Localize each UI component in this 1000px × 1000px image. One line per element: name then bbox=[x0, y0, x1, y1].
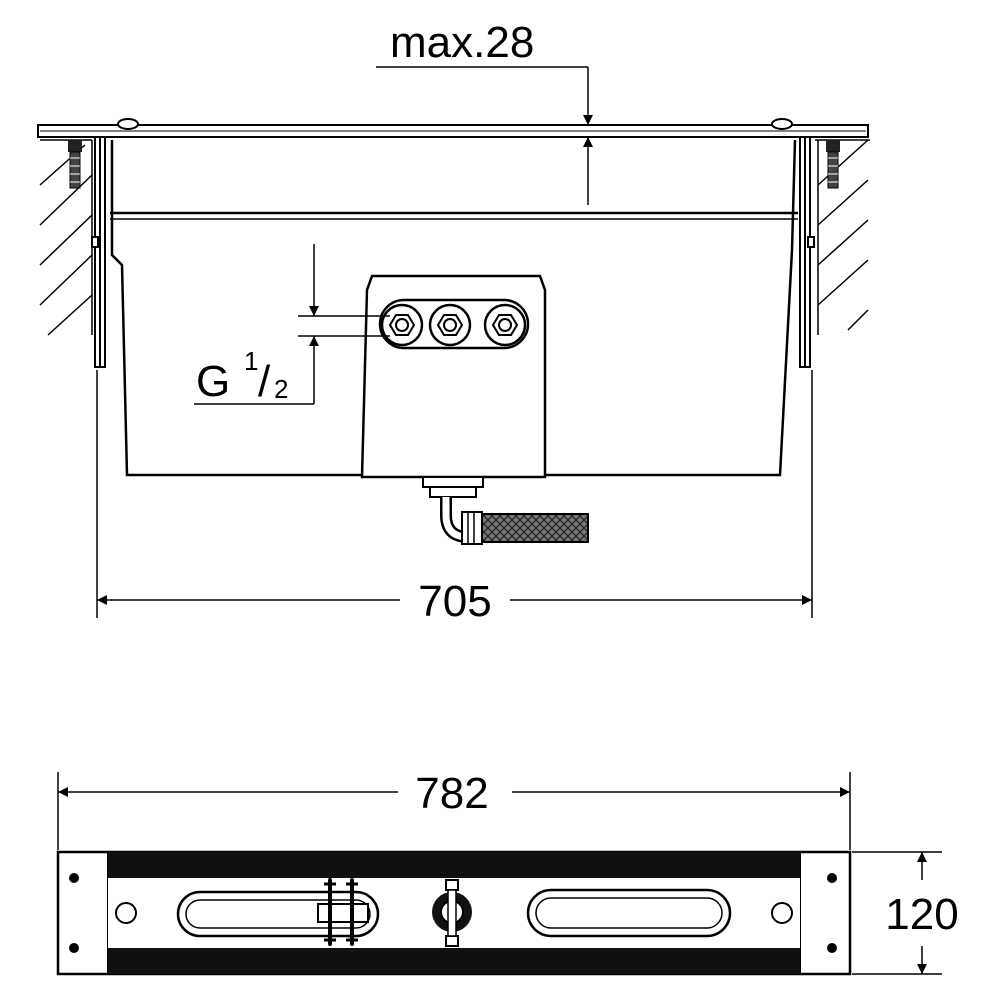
thread-label: G bbox=[196, 357, 230, 406]
slot-left bbox=[176, 878, 380, 946]
mounting-hole-tl-icon bbox=[69, 873, 79, 883]
bracket-left bbox=[91, 136, 106, 368]
width-dimension-782: 782 bbox=[57, 769, 851, 850]
thread-denominator: 2 bbox=[274, 374, 288, 404]
depth-dimension: max.28 bbox=[376, 18, 593, 205]
depth-dimension-label: max.28 bbox=[390, 18, 534, 67]
width-dimension-705-label: 705 bbox=[418, 577, 491, 626]
center-valve-icon bbox=[432, 879, 472, 947]
thread-numerator: 1 bbox=[244, 346, 258, 376]
round-hole-right-icon bbox=[771, 902, 793, 924]
anchor-bolt-left-icon bbox=[68, 140, 82, 189]
thread-dimension: G 1 / 2 bbox=[194, 244, 390, 406]
mounting-hole-bl-icon bbox=[69, 943, 79, 953]
height-dimension-120-label: 120 bbox=[885, 890, 958, 939]
drain-outlet-icon bbox=[422, 476, 484, 545]
round-hole-left-icon bbox=[115, 902, 137, 924]
thread-slash: / bbox=[258, 357, 271, 406]
height-dimension-120: 120 bbox=[852, 851, 962, 975]
front-view: max.28 G 1 / 2 705 bbox=[37, 18, 870, 626]
cover-plate bbox=[37, 118, 869, 138]
slot-right bbox=[526, 888, 732, 938]
top-view: 782 bbox=[56, 769, 962, 976]
width-dimension-705: 705 bbox=[96, 370, 813, 626]
drain-hose-icon bbox=[481, 513, 589, 543]
connection-nut-2-icon bbox=[428, 303, 472, 347]
width-dimension-782-label: 782 bbox=[415, 769, 488, 818]
connection-nut-1-icon bbox=[380, 303, 424, 347]
wall-hatch-right bbox=[815, 139, 870, 335]
mounting-hole-tr-icon bbox=[827, 873, 837, 883]
bracket-right bbox=[799, 136, 815, 368]
connection-nut-3-icon bbox=[483, 303, 527, 347]
mounting-hole-br-icon bbox=[827, 943, 837, 953]
anchor-bolt-right-icon bbox=[826, 140, 840, 189]
wall-hatch-left bbox=[39, 139, 93, 336]
